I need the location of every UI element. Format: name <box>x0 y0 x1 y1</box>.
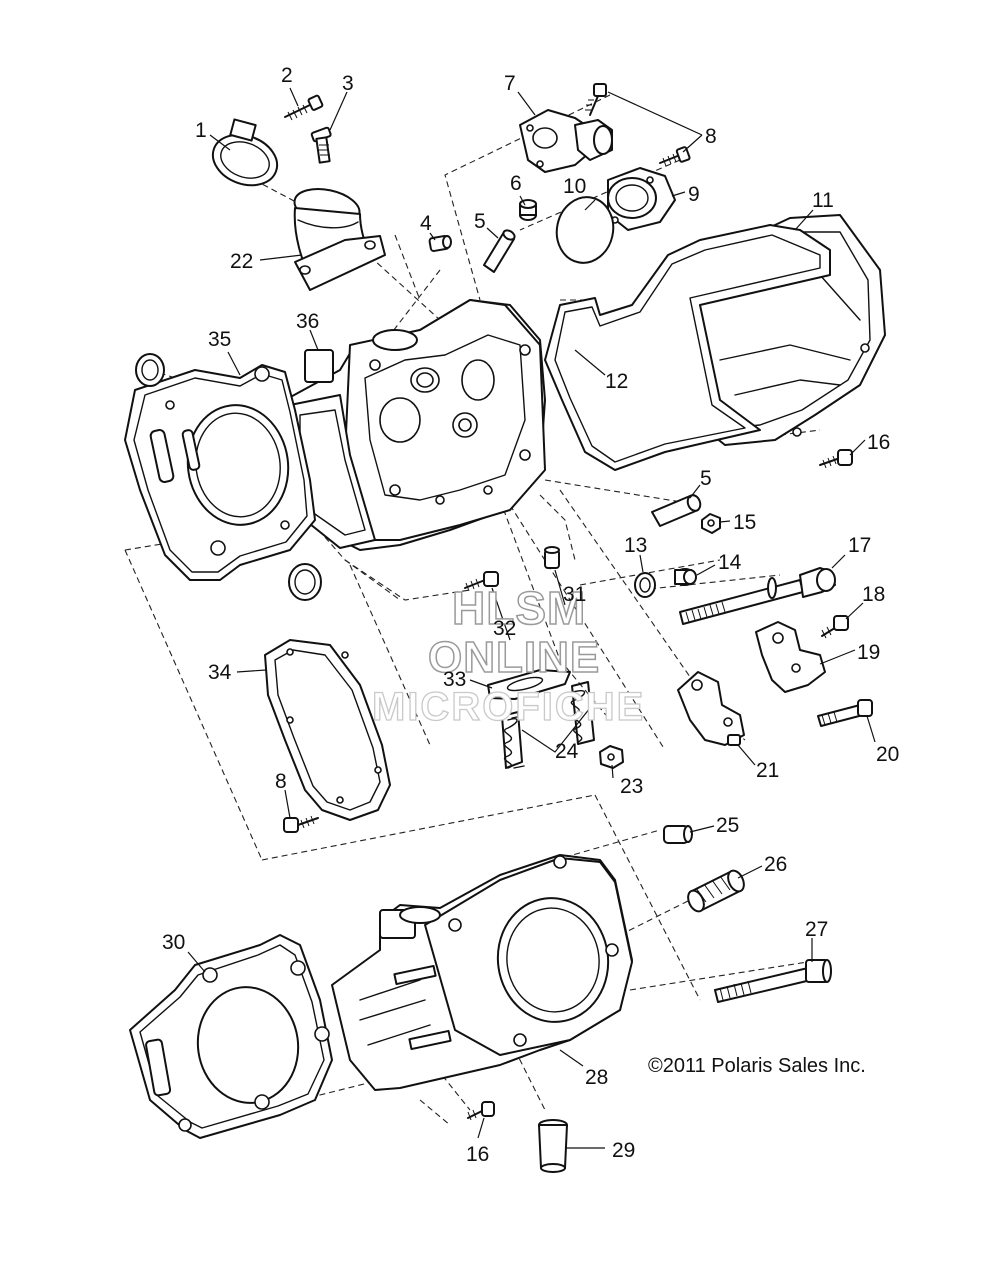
part-screw-3 <box>310 126 332 164</box>
callout-label: 21 <box>756 759 779 782</box>
callout-label: 30 <box>162 931 185 954</box>
callout-label: 6 <box>510 172 522 195</box>
part-bolt-17 <box>679 567 836 625</box>
callout-label: 11 <box>812 189 834 212</box>
part-bolt-16-lower <box>467 1101 495 1121</box>
callout-label: 5 <box>700 467 712 490</box>
callout-label: 15 <box>733 511 756 534</box>
callout-label: 18 <box>862 583 885 606</box>
part-bolt-32 <box>464 571 499 592</box>
watermark-line1: HLSM <box>452 582 586 634</box>
part-dowel-29 <box>538 1119 568 1173</box>
part-bolt-8-mid <box>659 146 691 167</box>
part-sleeve-5-lower <box>651 494 702 527</box>
copyright-notice: ©2011 Polaris Sales Inc. <box>648 1055 866 1077</box>
callout-label: 14 <box>718 551 742 574</box>
callout-label: 16 <box>867 431 890 454</box>
callout-label: 25 <box>716 814 739 837</box>
part-seal-upper <box>135 353 165 387</box>
callout-label: 31 <box>563 583 586 606</box>
part-gasket-disc <box>555 196 615 264</box>
watermark-line2: ONLINE <box>428 633 600 682</box>
part-seal-lower <box>288 563 322 601</box>
part-hose-clamp <box>211 118 279 187</box>
callout-label: 35 <box>208 328 231 351</box>
watermark: HLSM ONLINE MICROFICHE <box>371 581 645 729</box>
part-bolt-8-lower <box>283 815 319 833</box>
watermark-line3: MICROFICHE <box>372 685 645 729</box>
part-cylinder-head <box>284 299 546 551</box>
part-sleeve-5-top <box>483 229 516 273</box>
part-bolt-20 <box>817 699 873 727</box>
callout-label: 29 <box>612 1139 635 1162</box>
callout-label: 7 <box>504 72 516 95</box>
part-thermostat-housing <box>519 109 613 173</box>
part-dowel-4 <box>428 235 452 252</box>
callout-label: 26 <box>764 853 787 876</box>
part-stud-27 <box>714 959 832 1003</box>
part-outlet-9 <box>607 167 676 231</box>
callout-label: 28 <box>585 1066 608 1089</box>
part-bolt-8-top <box>585 83 607 116</box>
part-dowel-25 <box>663 825 693 844</box>
part-gasket-33 <box>487 669 571 700</box>
callout-label: 5 <box>474 210 486 233</box>
part-bolt-16-top <box>819 449 853 469</box>
callout-label: 10 <box>563 175 586 198</box>
part-fitting-26 <box>687 869 745 913</box>
part-head-gasket <box>124 364 316 581</box>
callout-label: 13 <box>624 534 647 557</box>
callout-label: 12 <box>605 370 628 393</box>
part-gasket-34 <box>264 639 391 821</box>
part-bracket-19 <box>755 621 826 693</box>
callout-label: 19 <box>857 641 880 664</box>
callout-label: 33 <box>443 668 466 691</box>
part-base-gasket-30 <box>129 934 333 1139</box>
callout-label: 8 <box>705 125 717 148</box>
part-plug-6 <box>519 199 537 221</box>
callout-label: 27 <box>805 918 828 941</box>
callout-label: 36 <box>296 310 319 333</box>
callout-label: 1 <box>195 119 207 142</box>
callout-label: 32 <box>493 617 516 640</box>
callout-numbers: 1 2 3 4 5 6 7 8 9 10 11 12 5 15 16 13 14… <box>162 64 899 1166</box>
callout-leader-lines <box>187 87 876 1149</box>
part-bolt-18 <box>821 615 849 639</box>
part-cylinder-28 <box>331 854 633 1091</box>
callout-label: 17 <box>848 534 871 557</box>
part-intake-boot <box>293 188 386 291</box>
part-washer-13 <box>634 572 656 598</box>
part-tensioner-21 <box>677 671 745 746</box>
part-screw-2 <box>284 94 324 121</box>
callout-label: 34 <box>208 661 232 684</box>
callout-label: 20 <box>876 743 899 766</box>
callout-label: 22 <box>230 250 253 273</box>
part-valve-cover-gasket <box>544 224 831 471</box>
callout-label: 2 <box>281 64 293 87</box>
part-plug-14 <box>674 568 697 586</box>
callout-label: 16 <box>466 1143 489 1166</box>
callout-label: 8 <box>275 770 287 793</box>
part-dowel-31 <box>544 546 560 569</box>
callout-label: 24 <box>555 740 579 763</box>
part-nut-15 <box>701 513 721 534</box>
callout-label: 9 <box>688 183 700 206</box>
callout-label: 23 <box>620 775 643 798</box>
part-nut-23 <box>599 745 624 769</box>
callout-label: 4 <box>420 212 432 235</box>
part-spring-24-left <box>501 711 525 769</box>
callout-label: 3 <box>342 72 354 95</box>
